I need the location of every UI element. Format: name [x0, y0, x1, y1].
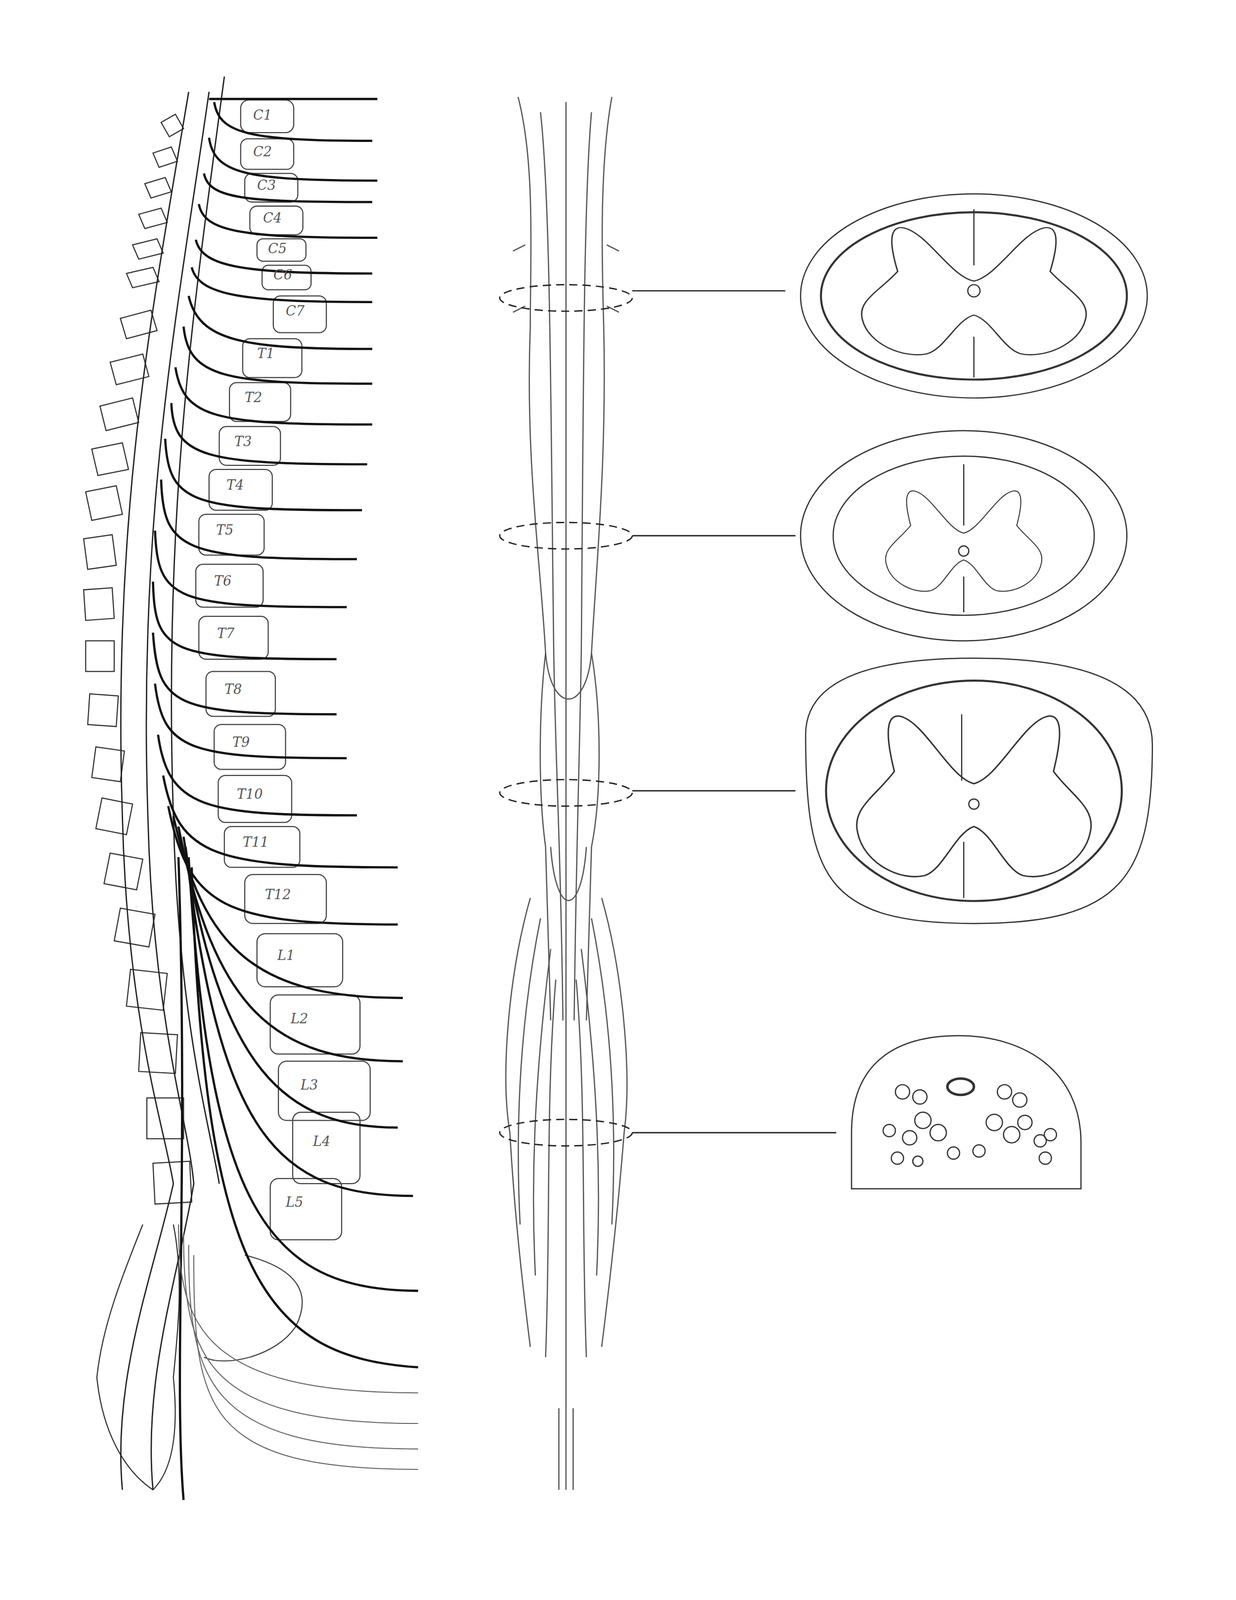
vertebra-label: T7	[217, 626, 235, 640]
vertebra-label: T12	[264, 887, 291, 901]
vertebra-label: L5	[285, 1194, 304, 1209]
vertebra-label: T2	[244, 390, 263, 404]
vertebra-label: C6	[273, 267, 293, 282]
vertebra-label: T11	[242, 835, 269, 849]
vertebra-label: T4	[226, 478, 244, 492]
vertebra-label: C3	[257, 178, 276, 192]
vertebra-label: C1	[253, 108, 272, 122]
vertebra-label: C5	[267, 241, 287, 256]
vertebra-label: T6	[214, 573, 232, 588]
vertebra-label: T5	[216, 523, 234, 537]
vertebra-label: T8	[224, 682, 242, 696]
vertebra-label: C2	[253, 144, 272, 159]
vertebra-label: T9	[232, 735, 250, 749]
vertebra-label: T3	[234, 434, 252, 448]
vertebra-label: C4	[263, 211, 282, 225]
vertebra-label: L4	[312, 1134, 331, 1148]
vertebra-label: T10	[236, 787, 263, 801]
vertebra-label: L1	[277, 948, 295, 962]
vertebra-label: L2	[290, 1011, 309, 1025]
vertebra-label: T1	[257, 346, 275, 360]
vertebra-label: C7	[285, 304, 305, 318]
vertebra-label: L3	[300, 1077, 318, 1092]
